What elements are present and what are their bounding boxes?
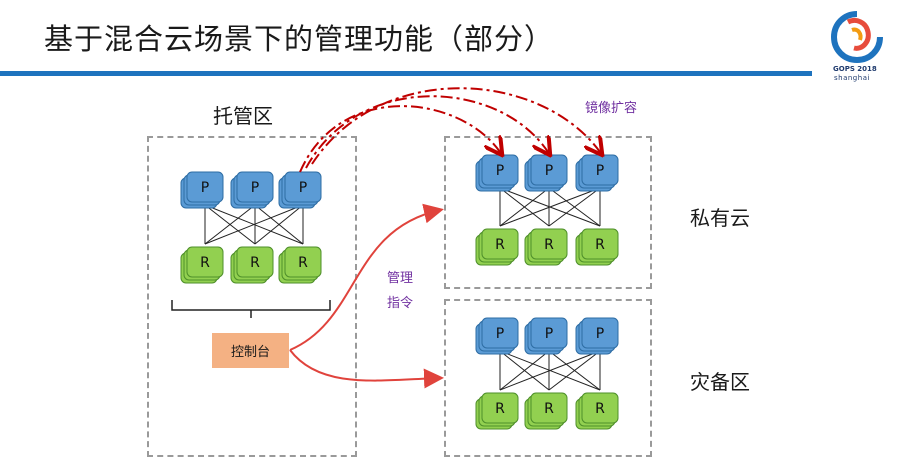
dr-r-node-2: R bbox=[524, 392, 568, 430]
private-cloud-label: 私有云 bbox=[690, 206, 750, 230]
p-node-label: P bbox=[299, 180, 307, 196]
disaster-recovery-label: 灾备区 bbox=[690, 370, 750, 394]
console-box: 控制台 bbox=[212, 333, 289, 368]
title-underline bbox=[0, 71, 812, 76]
mesh-link bbox=[499, 350, 550, 391]
dr-r-node-3: R bbox=[575, 392, 619, 430]
p-node-label: P bbox=[496, 163, 504, 179]
dr-r-node-1: R bbox=[475, 392, 519, 430]
private-p-node-1: P bbox=[475, 154, 519, 192]
managed-r-node-1: R bbox=[180, 246, 224, 284]
p-node-label: P bbox=[251, 180, 259, 196]
image-expand-arrow-3 bbox=[311, 87, 600, 165]
p-node-label: P bbox=[545, 326, 553, 342]
p-node-label: P bbox=[596, 163, 604, 179]
p-node-label: P bbox=[496, 326, 504, 342]
managed-r-node-3: R bbox=[278, 246, 322, 284]
r-node-label: R bbox=[544, 237, 554, 253]
logo-text-city: shanghai bbox=[834, 74, 870, 82]
mgmt-arrow-to-private-cloud bbox=[289, 203, 444, 351]
r-node-label: R bbox=[250, 255, 260, 271]
mesh-link bbox=[204, 204, 256, 245]
bracket-icon bbox=[171, 300, 331, 318]
slide-title: 基于混合云场景下的管理功能（部分） bbox=[44, 22, 555, 56]
mgmt-command-label-line2: 指令 bbox=[387, 296, 414, 311]
dr-p-node-1: P bbox=[475, 317, 519, 355]
mesh-link bbox=[499, 187, 550, 227]
image-expand-label: 镜像扩容 bbox=[585, 101, 638, 116]
mgmt-arrow-to-disaster-recovery bbox=[289, 349, 444, 389]
r-node-label: R bbox=[595, 401, 605, 417]
mesh-link bbox=[254, 204, 304, 245]
mesh-link bbox=[499, 350, 601, 391]
private-r-node-2: R bbox=[524, 228, 568, 266]
managed-p-node-3: P bbox=[278, 171, 322, 209]
dr-p-node-2: P bbox=[524, 317, 568, 355]
logo-text-gops: GOPS 2018 bbox=[833, 65, 877, 73]
r-node-label: R bbox=[595, 237, 605, 253]
r-node-label: R bbox=[495, 237, 505, 253]
mesh-link bbox=[548, 187, 601, 227]
r-node-label: R bbox=[495, 401, 505, 417]
managed-p-node-1: P bbox=[180, 171, 224, 209]
private-r-node-3: R bbox=[575, 228, 619, 266]
managed-p-node-2: P bbox=[230, 171, 274, 209]
gops-logo-icon bbox=[830, 11, 883, 64]
node-mesh-lines bbox=[204, 187, 601, 391]
mesh-link bbox=[204, 204, 304, 245]
mgmt-command-label-line1: 管理 bbox=[387, 271, 414, 286]
private-p-node-3: P bbox=[575, 154, 619, 192]
r-node-label: R bbox=[544, 401, 554, 417]
image-expand-arrow-2 bbox=[305, 95, 548, 169]
private-r-node-1: R bbox=[475, 228, 519, 266]
p-node-label: P bbox=[596, 326, 604, 342]
p-node-label: P bbox=[545, 163, 553, 179]
mesh-link bbox=[499, 187, 601, 227]
disaster-recovery-box bbox=[444, 299, 652, 457]
managed-zone-label: 托管区 bbox=[213, 104, 273, 128]
mesh-link bbox=[548, 350, 601, 391]
managed-r-node-2: R bbox=[230, 246, 274, 284]
managed-zone-box bbox=[147, 136, 357, 457]
node-stacks: P P P R R R P P P R R R P P P R R R bbox=[180, 154, 619, 430]
private-p-node-2: P bbox=[524, 154, 568, 192]
p-node-label: P bbox=[201, 180, 209, 196]
image-expand-arrow-1 bbox=[299, 105, 500, 173]
r-node-label: R bbox=[200, 255, 210, 271]
dr-p-node-3: P bbox=[575, 317, 619, 355]
r-node-label: R bbox=[298, 255, 308, 271]
